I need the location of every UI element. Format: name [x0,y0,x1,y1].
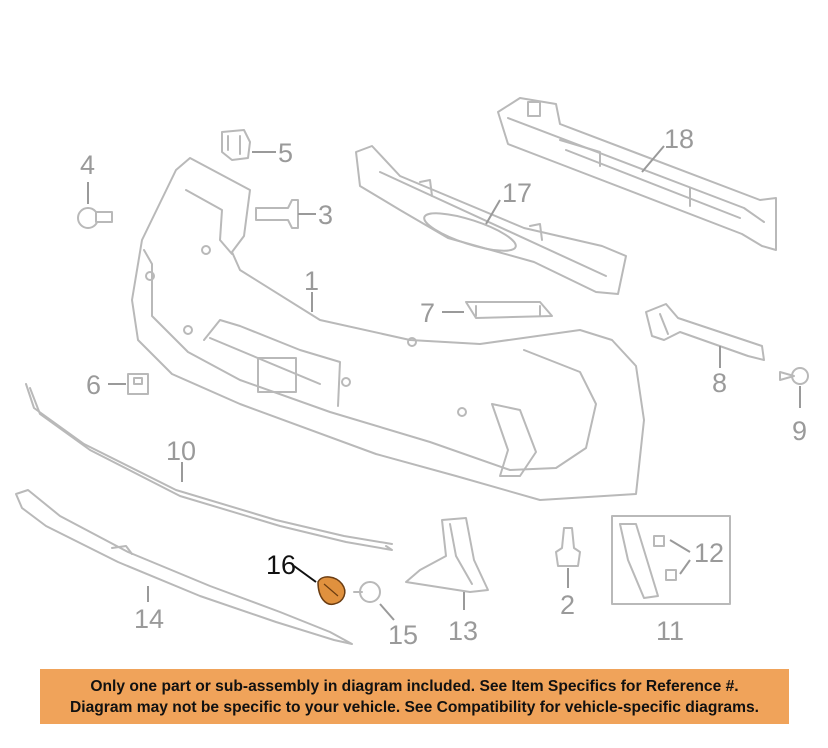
leader-16 [293,565,317,583]
callout-8: 8 [712,368,727,398]
part-4-bolt[interactable] [77,207,113,229]
callout-5: 5 [278,138,293,168]
callout-18: 18 [664,124,694,154]
leader-18 [641,145,665,173]
part-9-clip-pin[interactable] [779,367,809,385]
callout-16: 16 [266,550,296,580]
disclaimer-banner: Only one part or sub-assembly in diagram… [40,669,789,724]
part-6-nut-clip[interactable] [127,373,149,395]
callout-14: 14 [134,604,164,634]
part-16-highlighted[interactable] [317,576,346,606]
callout-7: 7 [420,298,435,328]
disclaimer-line-1: Only one part or sub-assembly in diagram… [90,678,739,695]
callout-6: 6 [86,370,101,400]
callout-3: 3 [318,200,333,230]
callout-11: 11 [656,616,684,646]
callout-4: 4 [80,150,95,180]
callout-15: 15 [388,620,418,650]
part-18-impact-bar[interactable] [497,97,777,251]
callout-9: 9 [792,416,807,446]
disclaimer-line-2: Diagram may not be specific to your vehi… [70,699,759,716]
part-17-absorber[interactable] [355,145,627,295]
part-2-stud[interactable] [555,527,581,567]
part-7-retainer[interactable] [465,301,553,319]
parts-diagram: 18 17 5 4 3 [15,97,809,650]
part-12-clips[interactable] [653,535,677,581]
callout-1: 1 [304,266,319,296]
part-5-bracket[interactable] [221,129,251,161]
part-10-lower-molding[interactable] [25,383,393,551]
part-1-bumper-cover[interactable] [131,157,645,501]
part-8-side-bracket[interactable] [645,303,765,361]
part-11-sub-assembly[interactable] [611,515,731,605]
callout-17: 17 [502,178,532,208]
leader-17 [485,199,501,225]
leader-12a [669,539,691,553]
leader-15 [379,603,395,621]
part-3-screw[interactable] [255,199,299,229]
part-14-diffuser[interactable] [15,489,353,645]
part-13-garnish[interactable] [405,517,489,593]
leader-12b [679,559,691,575]
callout-10: 10 [166,436,196,466]
part-15-screw[interactable] [353,581,381,603]
callout-12: 12 [694,538,724,568]
callout-2: 2 [560,590,575,620]
callout-13: 13 [448,616,478,646]
